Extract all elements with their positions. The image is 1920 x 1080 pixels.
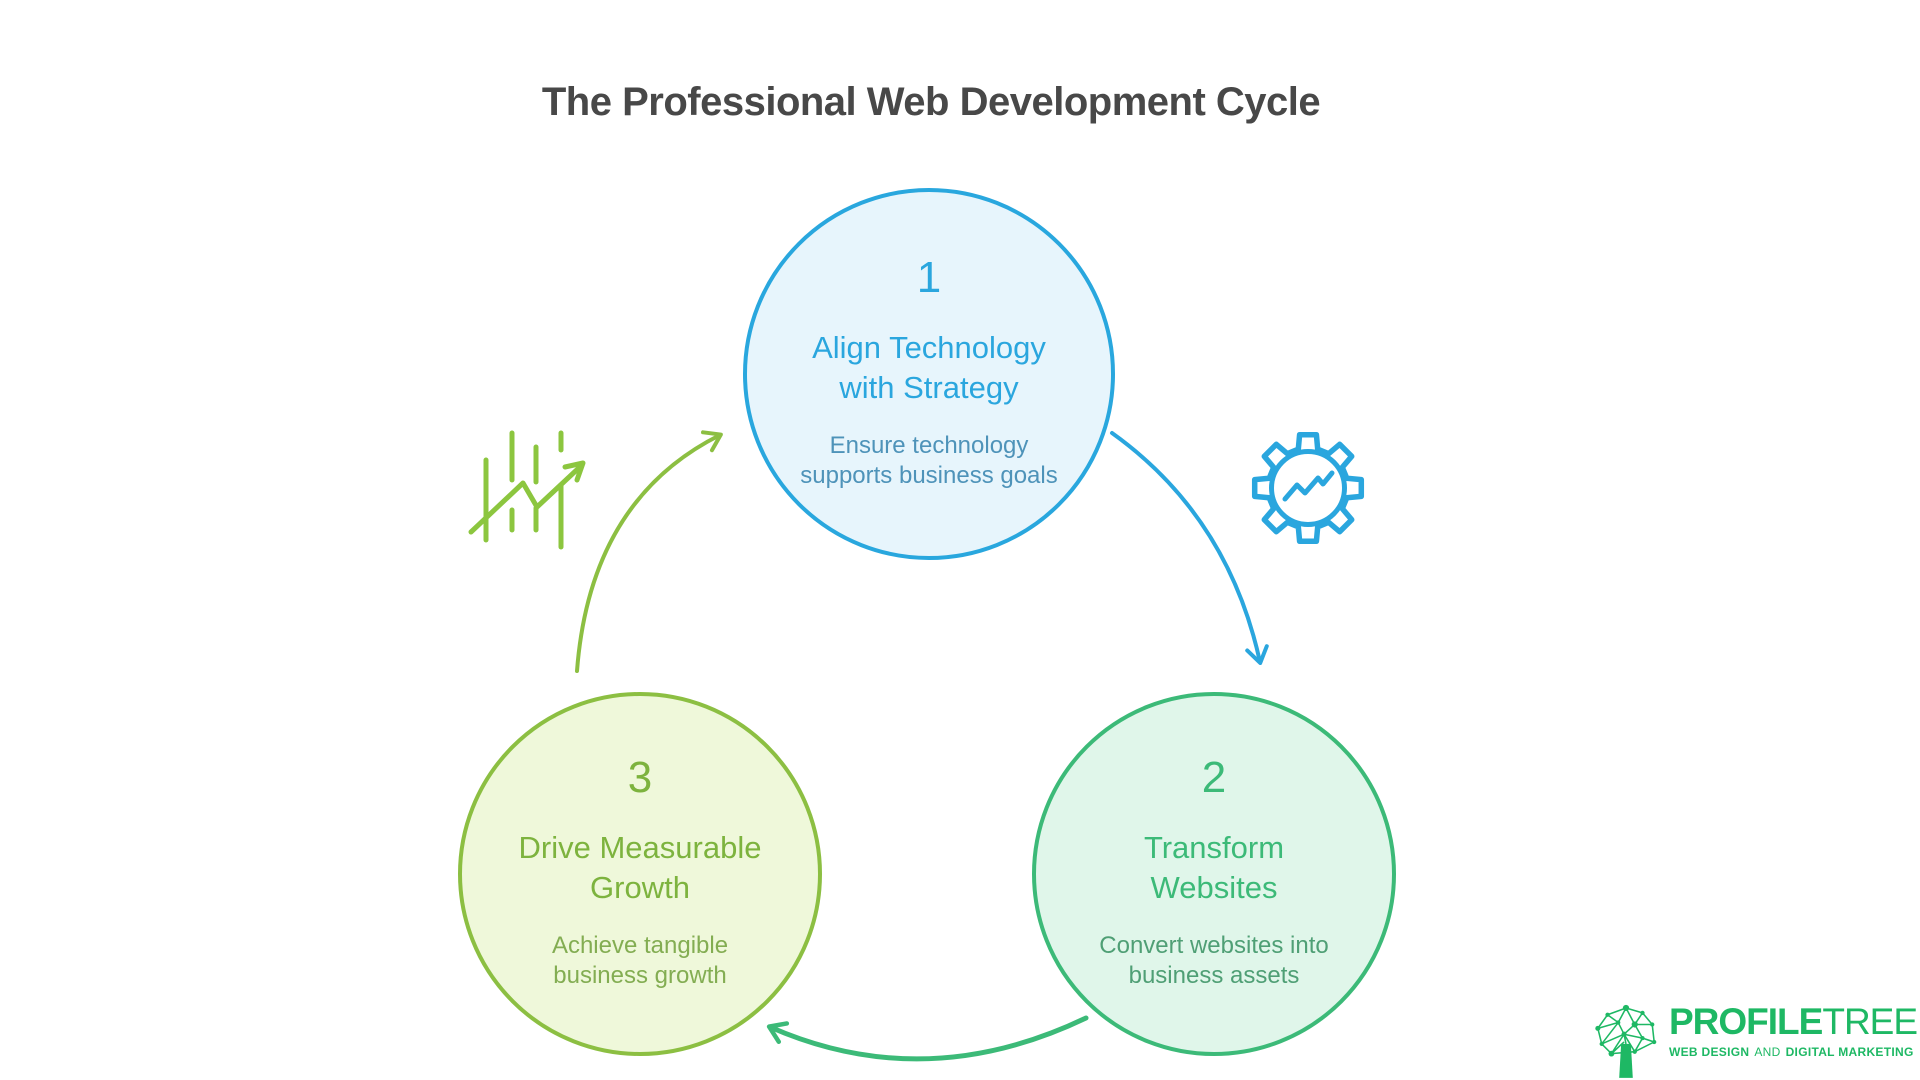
logo-text: PROFILETREE WEB DESIGN AND DIGITAL MARKE… (1669, 1001, 1918, 1059)
step-2-circle: 2 Transform Websites Convert websites in… (1032, 692, 1396, 1056)
arrow-step2-to-step3-icon (766, 1015, 1089, 1062)
step-1-description: Ensure technology supports business goal… (800, 431, 1058, 490)
gear-with-trend-chart-icon (1251, 431, 1365, 545)
step-3-number: 3 (627, 753, 653, 803)
step-3-title: Drive Measurable Growth (518, 830, 762, 905)
step-2-number: 2 (1201, 753, 1227, 803)
logo-wordmark: PROFILETREE (1669, 1001, 1918, 1042)
step-1-title: Align Technology with Strategy (812, 330, 1046, 405)
diagram-title: The Professional Web Development Cycle (541, 80, 1321, 124)
logo-tagline: WEB DESIGN AND DIGITAL MARKETING (1669, 1045, 1917, 1059)
arrow-step1-to-step2-icon (1110, 431, 1269, 665)
step-1-circle: 1 Align Technology with Strategy Ensure … (743, 188, 1115, 560)
profiletree-logo: PROFILETREE WEB DESIGN AND DIGITAL MARKE… (1592, 1001, 1918, 1079)
step-2-description: Convert websites into business assets (1099, 931, 1329, 990)
step-2-title: Transform Websites (1143, 830, 1285, 905)
logo-tagline-part1: WEB DESIGN (1669, 1045, 1750, 1059)
logo-wordmark-light: TREE (1822, 1001, 1918, 1042)
arrow-step3-to-step1-icon (575, 430, 723, 673)
step-1-number: 1 (916, 253, 942, 303)
step-3-description: Achieve tangible business growth (551, 931, 729, 990)
logo-wordmark-bold: PROFILE (1669, 1001, 1823, 1042)
candlestick-growth-arrow-icon (468, 430, 586, 550)
logo-tree-icon (1595, 1004, 1657, 1078)
logo-tagline-part3: DIGITAL MARKETING (1785, 1045, 1914, 1059)
step-3-circle: 3 Drive Measurable Growth Achieve tangib… (458, 692, 822, 1056)
logo-tagline-part2: AND (1754, 1045, 1781, 1059)
